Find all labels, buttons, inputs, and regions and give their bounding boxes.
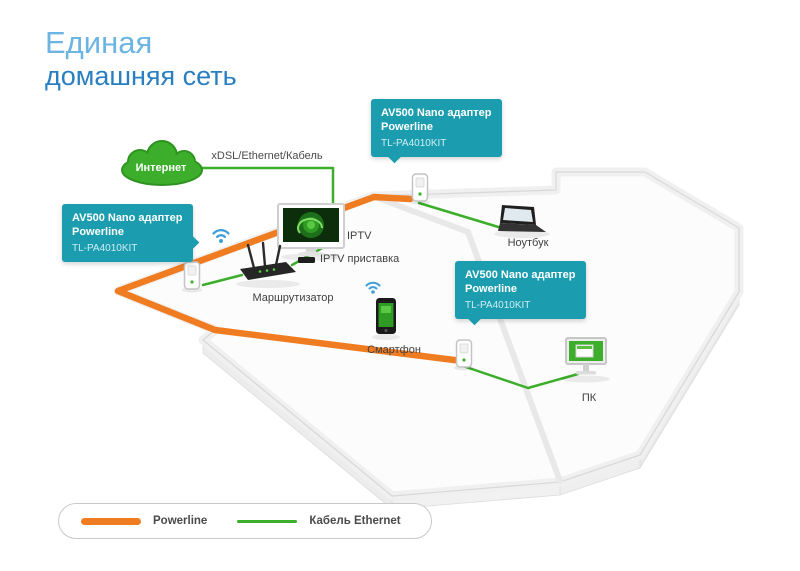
legend-ethernet-label: Кабель Ethernet (309, 515, 401, 527)
powerline-adapter-3 (454, 339, 474, 371)
house-floorplan (113, 167, 744, 501)
smartphone-label: Смартфон (367, 344, 421, 356)
device-shadows (236, 230, 610, 383)
callout-line-2: Powerline (72, 226, 124, 239)
pc-label: ПК (581, 392, 597, 404)
powerline-cable (114, 193, 466, 365)
internet-cloud-icon (121, 140, 203, 186)
callout-line-1: AV500 Nano адаптер (381, 107, 492, 119)
legend: Powerline Кабель Ethernet (58, 503, 432, 539)
wifi-icon-router (212, 229, 230, 243)
title-line-1: Единая (45, 25, 153, 60)
wifi-icon-smartphone (365, 281, 381, 294)
page-title: Единая домашняя сеть (45, 25, 237, 91)
adapter-callout-middle: AV500 Nano адаптер Powerline TL-PA4010KI… (455, 261, 586, 325)
callout-model: TL-PA4010KIT (465, 299, 531, 311)
legend-ethernet-swatch (237, 519, 298, 523)
ethernet-router-to-adapter1 (201, 273, 244, 287)
powerline-adapter-1 (182, 261, 202, 293)
callout-line-2: Powerline (465, 283, 517, 296)
adapter-callout-left: AV500 Nano адаптер Powerline TL-PA4010KI… (62, 204, 199, 262)
callout-line-2: Powerline (381, 121, 433, 134)
callout-model: TL-PA4010KIT (72, 242, 138, 254)
callout-line-1: AV500 Nano адаптер (465, 269, 576, 281)
powerline-adapter-2 (410, 173, 430, 205)
callout-model: TL-PA4010KIT (381, 137, 447, 149)
adapter-callout-top: AV500 Nano адаптер Powerline TL-PA4010KI… (371, 99, 502, 163)
title-line-2: домашняя сеть (45, 60, 237, 91)
legend-powerline-swatch (81, 517, 141, 525)
router-device (240, 241, 296, 280)
iptv-settop-box-device (298, 257, 315, 263)
smartphone-device (376, 298, 396, 334)
callout-line-1: AV500 Nano адаптер (72, 212, 183, 224)
ethernet-adapter2-to-laptop (417, 201, 507, 231)
legend-powerline-label: Powerline (153, 515, 208, 527)
router-label: Маршрутизатор (252, 292, 334, 304)
pc-device (565, 337, 607, 375)
tv-device (277, 203, 345, 257)
iptv-label: IPTV (347, 230, 372, 242)
wan-link-label: xDSL/Ethernet/Кабель (211, 150, 323, 162)
laptop-label: Ноутбук (507, 237, 549, 249)
laptop-device (498, 205, 546, 232)
ethernet-adapter3-to-pc (461, 364, 580, 390)
internet-cloud-label: Интернет (135, 162, 187, 174)
iptv-box-label: IPTV приставка (320, 253, 400, 265)
